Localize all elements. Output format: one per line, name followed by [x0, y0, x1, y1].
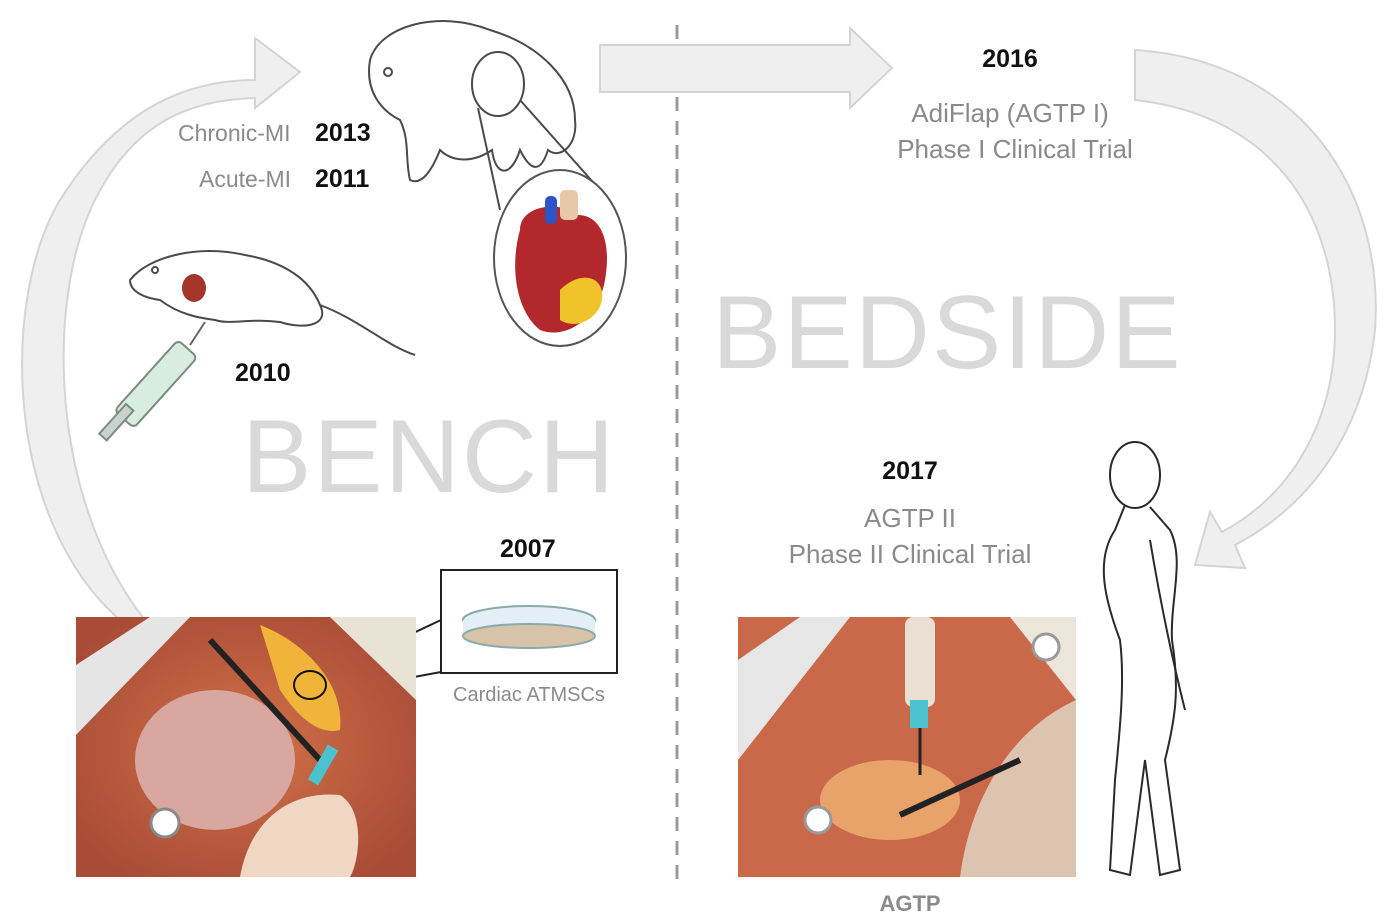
- agtp2-line1: AGTP II: [760, 503, 1060, 534]
- surgery-bench-image: [76, 617, 416, 877]
- surgery-bedside-image: [738, 617, 1076, 877]
- bench-label: BENCH: [242, 398, 616, 517]
- arrow-straight-right-icon: [600, 28, 892, 108]
- syringe-icon: [99, 322, 205, 440]
- year-2010: 2010: [235, 359, 291, 388]
- human-figure-icon: [1104, 442, 1185, 875]
- year-2007: 2007: [500, 535, 556, 564]
- rat-icon: [130, 251, 415, 355]
- chronic-mi-label: Chronic-MI: [178, 120, 290, 147]
- acute-mi-label: Acute-MI: [199, 166, 291, 193]
- adiflap-line1: AdiFlap (AGTP I): [860, 98, 1160, 129]
- year-2017: 2017: [855, 457, 965, 486]
- year-2013: 2013: [315, 119, 371, 148]
- heart-icon: [494, 170, 626, 346]
- year-2016: 2016: [955, 45, 1065, 74]
- agtp-caption: AGTP: [855, 891, 965, 917]
- adiflap-line2: Phase I Clinical Trial: [860, 134, 1170, 165]
- year-2011: 2011: [315, 165, 369, 194]
- cardiac-atmscs-caption: Cardiac ATMSCs: [453, 684, 605, 707]
- bedside-label: BEDSIDE: [712, 274, 1183, 393]
- agtp2-line2: Phase II Clinical Trial: [760, 539, 1060, 570]
